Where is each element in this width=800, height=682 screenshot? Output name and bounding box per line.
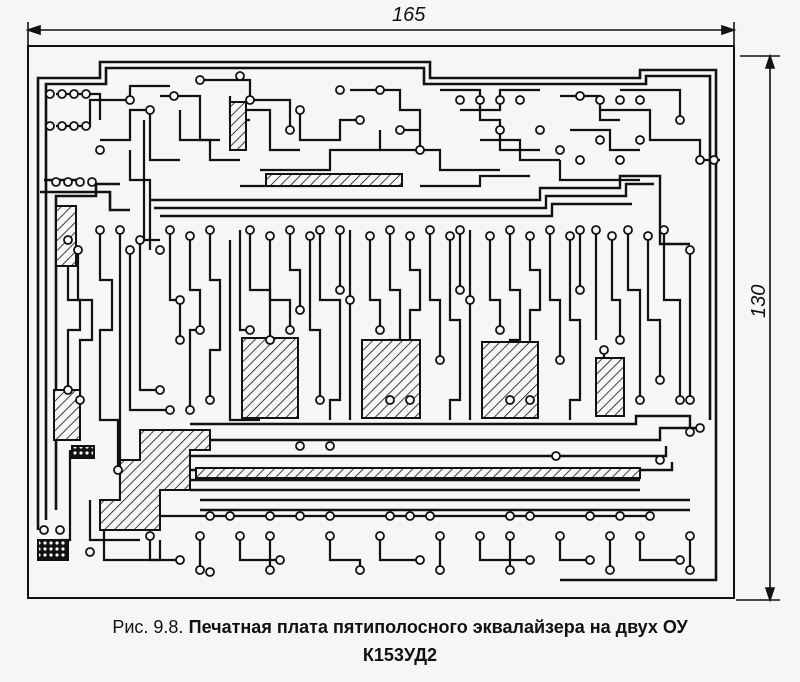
filter-section-b-traces [348, 230, 462, 420]
copper-pad-d [595, 357, 625, 417]
figure-number: Рис. 9.8. [112, 617, 184, 637]
figure-caption: Рис. 9.8. Печатная плата пятиполосного э… [0, 612, 800, 669]
ground-traces [36, 60, 718, 582]
copper-pad-a [241, 337, 299, 419]
caption-line-2: К153УД2 [362, 645, 438, 665]
caption-line-1: Рис. 9.8. Печатная плата пятиполосного э… [0, 612, 800, 641]
bus-traces [150, 174, 700, 512]
bottom-connector-traces [148, 514, 692, 570]
solder-pads [39, 71, 719, 577]
hatched-copper-areas [37, 101, 641, 561]
caption-title: Печатная плата пятиполосного эквалайзера… [188, 617, 688, 637]
copper-pad-b [361, 339, 421, 419]
height-dimension-label: 130 [748, 284, 770, 318]
top-area-traces [56, 78, 720, 250]
width-dimension-label: 165 [392, 4, 426, 26]
board-outline [27, 45, 735, 599]
dimension-line-width [25, 22, 737, 46]
filter-section-c-traces [468, 230, 582, 420]
filter-section-a-traces [168, 230, 342, 422]
dimension-line-height [736, 53, 780, 603]
copper-pad-c [481, 341, 539, 419]
